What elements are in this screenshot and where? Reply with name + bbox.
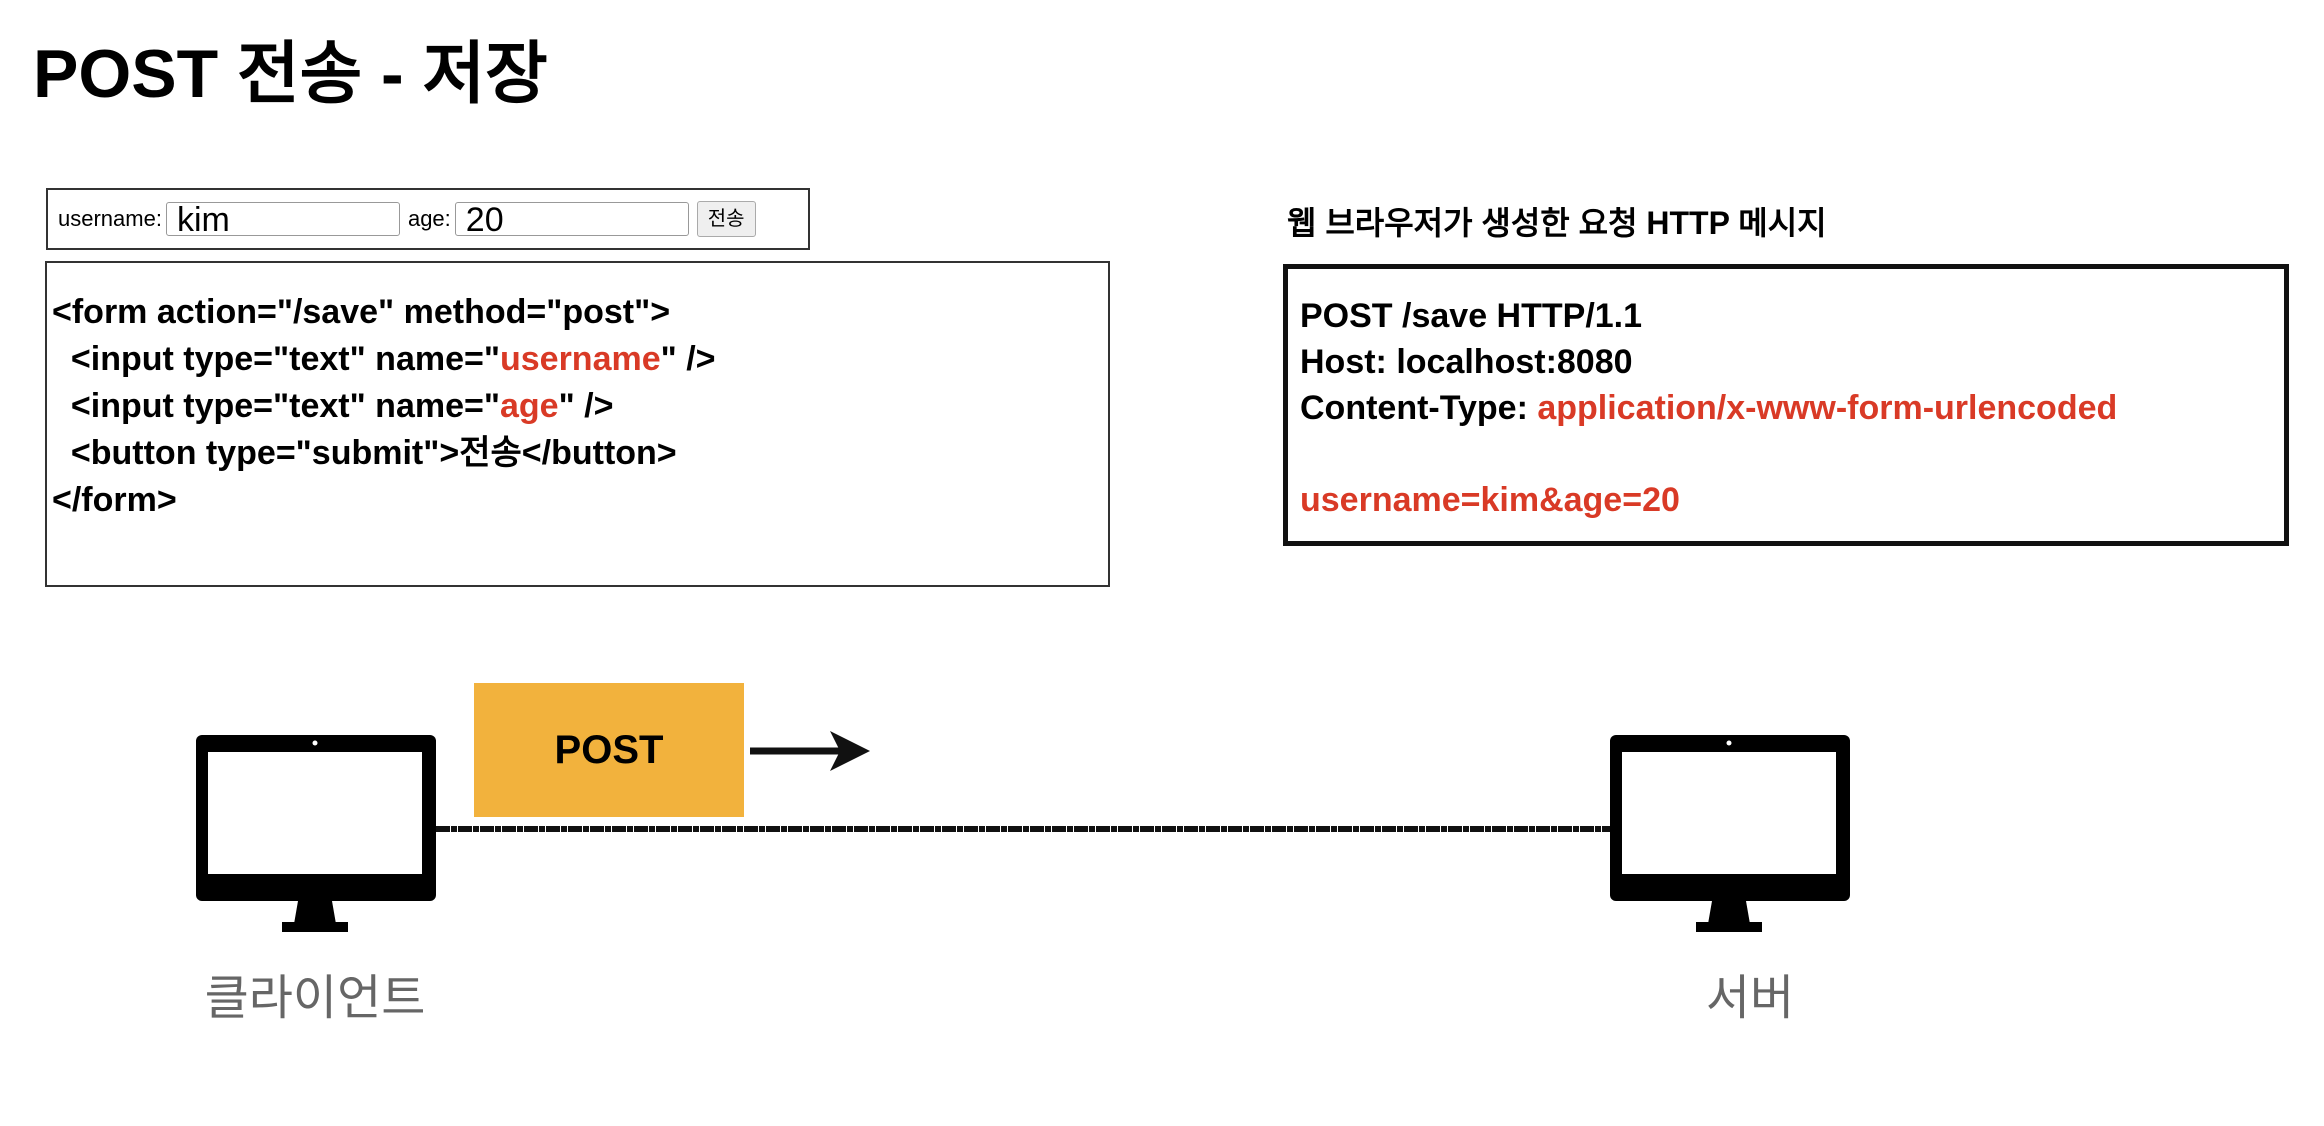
age-input[interactable]: 20 [454, 202, 689, 236]
code-text: <form action="/save" method=" [52, 293, 563, 331]
message-body: username=kim&age=20 [1300, 481, 1680, 519]
code-line: <button type="submit">전송</button> [52, 434, 677, 472]
code-highlight: username [499, 340, 661, 378]
submit-button[interactable]: 전송 [696, 201, 756, 237]
server-label: 서버 [1705, 972, 1795, 1025]
code-line: </form> [52, 481, 177, 519]
code-text: <input type="text" name=" [52, 340, 500, 378]
request-line: POST /save HTTP/1.1 [1300, 297, 1643, 335]
header-value: application/x-www-form-urlencoded [1537, 389, 2118, 427]
server-monitor-icon [1610, 735, 1850, 932]
http-message-title: 웹 브라우저가 생성한 요청 HTTP 메시지 [1287, 205, 1827, 241]
client-monitor-icon [196, 735, 436, 932]
code-text: " /> [660, 340, 716, 378]
age-label: age: [407, 206, 451, 231]
code-text: "> [634, 293, 671, 331]
code-highlight: age [499, 387, 559, 425]
code-method: post [562, 293, 635, 331]
username-input[interactable]: kim [165, 202, 400, 236]
arrow-right-icon [750, 731, 870, 771]
code-text: <input type="text" name=" [52, 387, 500, 425]
header-name: Content-Type: [1300, 389, 1538, 427]
http-message-box: POST /save HTTP/1.1 Host: localhost:8080… [1283, 264, 2289, 546]
code-line: <form action="/save" method="post"> [52, 289, 1108, 336]
client-label: 클라이언트 [204, 972, 426, 1025]
post-method-box: POST [474, 683, 744, 817]
rendered-form: username: kim age: 20 전송 [46, 188, 810, 250]
username-label: username: [58, 206, 162, 231]
code-line: <input type="text" name="age" /> [52, 383, 1108, 430]
page-title: POST 전송 - 저장 [33, 36, 548, 112]
html-code-box: <form action="/save" method="post"> <inp… [45, 261, 1110, 587]
code-text: " /> [558, 387, 614, 425]
content-type-header: Content-Type: application/x-www-form-url… [1300, 385, 2284, 431]
code-line: <input type="text" name="username" /> [52, 336, 1108, 383]
host-header: Host: localhost:8080 [1300, 343, 1633, 381]
